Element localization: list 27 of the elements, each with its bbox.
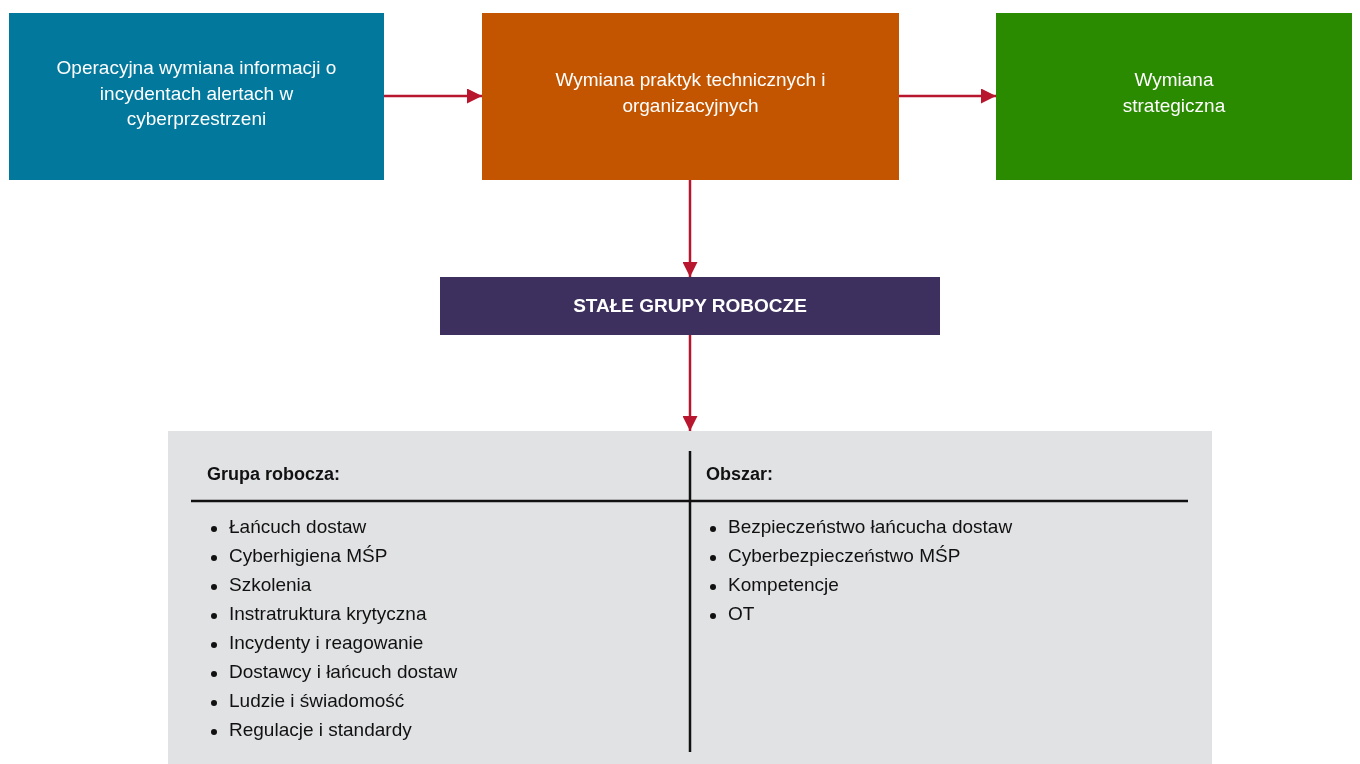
list-item: Dostawcy i łańcuch dostaw [207, 661, 458, 683]
list-item: Instratruktura krytyczna [207, 603, 427, 625]
list-item: Cyberbezpieczeństwo MŚP [706, 545, 961, 567]
process-box [482, 13, 899, 180]
list-item: OT [706, 603, 755, 625]
box-label: Operacyjna wymiana informacji o incydentach alertach w cyberprzestrzeni [56, 56, 337, 132]
list-item: Ludzie i świadomość [207, 690, 405, 712]
column-header: Grupa robocza: [207, 464, 340, 485]
heading-box [440, 277, 940, 335]
list-item: Łańcuch dostaw [207, 516, 367, 538]
arrow [682, 335, 698, 431]
column-header: Obszar: [706, 464, 774, 485]
box-label: Wymiana praktyk technicznych i organizacyjnych [554, 68, 827, 118]
process-box [996, 13, 1352, 180]
list-item: Bezpieczeństwo łańcucha dostaw [706, 516, 1013, 538]
box-label: Wymiana strategiczna [1121, 68, 1227, 118]
list-item: Cyberhigiena MŚP [207, 545, 388, 567]
arrow [384, 88, 482, 104]
list-item: Szkolenia [207, 574, 312, 596]
list-item: Regulacje i standardy [207, 719, 412, 741]
list-item: Incydenty i reagowanie [207, 632, 424, 654]
table-panel [168, 431, 1212, 764]
arrow [899, 88, 996, 104]
box-label: STAŁE GRUPY ROBOCZE [572, 294, 808, 318]
process-box [9, 13, 384, 180]
arrow [682, 180, 698, 277]
list-item: Kompetencje [706, 574, 839, 596]
